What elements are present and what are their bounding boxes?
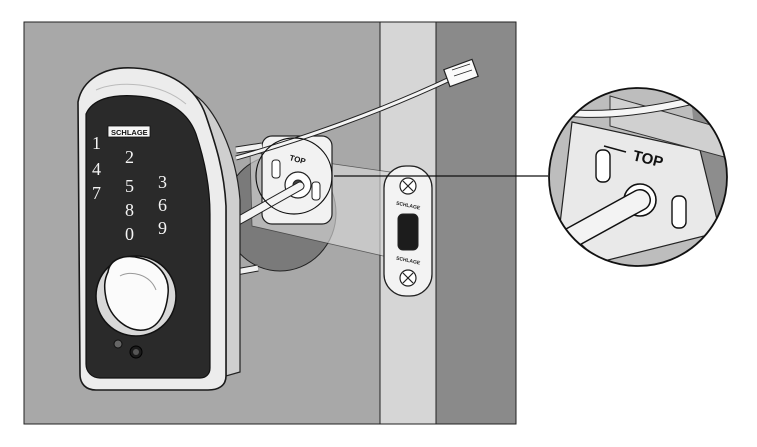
main-scene: TOP SCHLAGE SCHLAGE: [23, 21, 548, 425]
zoom-slot-right: [671, 195, 687, 229]
key-6[interactable]: 6: [158, 195, 167, 215]
key-7[interactable]: 7: [92, 183, 101, 203]
keypad-face: [85, 95, 211, 379]
bolt-hole: [397, 213, 419, 251]
key-9[interactable]: 9: [158, 218, 167, 238]
key-0[interactable]: 0: [125, 224, 134, 244]
led-indicator: [113, 339, 123, 349]
brand-logo: SCHLAGE: [111, 128, 148, 137]
callout-source-circle: [255, 137, 333, 215]
zoom-slot-left: [595, 149, 611, 183]
strike-label-upper: SCHLAGE: [395, 201, 421, 212]
keypad-escutcheon: SCHLAGE 1 2 3 4 5 6 7 8 9 0: [77, 67, 241, 391]
zoom-inset-frame: [548, 87, 728, 267]
zoom-top-label: TOP: [631, 147, 665, 171]
deadbolt-top-label: TOP: [288, 153, 307, 166]
strike-plate: SCHLAGE SCHLAGE: [383, 165, 433, 297]
thumb-turn[interactable]: [103, 255, 169, 331]
door-frame: [435, 21, 517, 425]
key-1[interactable]: 1: [92, 133, 101, 153]
key-2[interactable]: 2: [125, 147, 134, 167]
key-3[interactable]: 3: [158, 172, 167, 192]
key-5[interactable]: 5: [125, 176, 134, 196]
key-4[interactable]: 4: [92, 159, 101, 179]
key-8[interactable]: 8: [125, 200, 134, 220]
strike-label-lower: SCHLAGE: [395, 256, 421, 267]
zoom-inset: TOP: [548, 87, 728, 267]
connector-plug: [443, 58, 479, 88]
brand-plate: [107, 125, 151, 138]
